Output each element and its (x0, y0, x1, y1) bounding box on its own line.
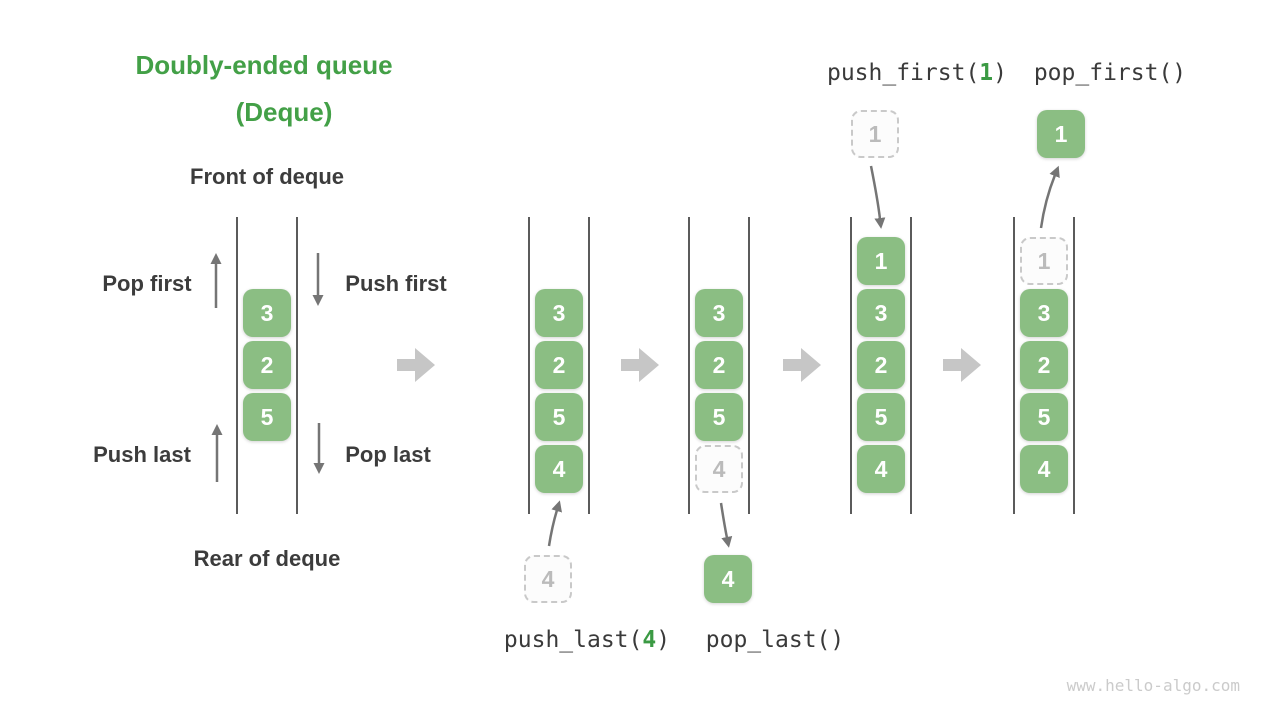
code-arg: 1 (979, 60, 994, 86)
code-text: ) (656, 627, 671, 653)
right-block-arrow-icon (621, 348, 659, 382)
queue-cell: 1 (857, 237, 905, 285)
vacated-ghost-cell: 1 (1020, 237, 1068, 285)
queue-cell: 5 (535, 393, 583, 441)
vacated-ghost-cell: 4 (695, 445, 743, 493)
queue-wall (296, 217, 298, 514)
queue-cell: 4 (535, 445, 583, 493)
pop-first-code-label: pop_first() (1034, 60, 1186, 86)
queue-wall (588, 217, 590, 514)
push-last-label: Push last (93, 442, 191, 467)
push-first-label: Push first (345, 271, 447, 296)
pop-last-label: Pop last (345, 442, 431, 467)
queue-cell: 5 (243, 393, 291, 441)
code-text: ) (993, 60, 1008, 86)
queue-wall (910, 217, 912, 514)
queue-cell: 5 (695, 393, 743, 441)
rear-of-deque-label: Rear of deque (193, 546, 341, 571)
diagram-title-line1: Doubly-ended queue (135, 50, 393, 80)
push-first-flow-arrow (869, 165, 886, 229)
queue-cell: 2 (857, 341, 905, 389)
queue-cell: 4 (857, 445, 905, 493)
code-text: pop_last() (705, 627, 845, 653)
queue-cell: 3 (695, 289, 743, 337)
code-arg: 4 (642, 627, 657, 653)
right-block-arrow-icon (783, 348, 821, 382)
queue-cell: 3 (857, 289, 905, 337)
code-text: pop_first() (1033, 60, 1187, 86)
queue-wall (688, 217, 690, 514)
popped-out-cell: 4 (704, 555, 752, 603)
pop-last-flow-arrow (719, 502, 733, 548)
queue-wall (528, 217, 530, 514)
watermark: www.hello-algo.com (1066, 676, 1240, 695)
right-block-arrow-icon (943, 348, 981, 382)
queue-wall (1073, 217, 1075, 514)
right-block-arrow-icon (397, 348, 435, 382)
code-text: push_first( (826, 60, 980, 86)
queue-cell: 3 (535, 289, 583, 337)
queue-cell: 3 (243, 289, 291, 337)
queue-wall (850, 217, 852, 514)
queue-cell: 2 (243, 341, 291, 389)
incoming-ghost-cell: 4 (524, 555, 572, 603)
queue-cell: 4 (1020, 445, 1068, 493)
pop-first-label: Pop first (102, 271, 192, 296)
queue-cell: 2 (1020, 341, 1068, 389)
code-text: push_last( (503, 627, 643, 653)
queue-wall (748, 217, 750, 514)
push-last-code-label: push_last(4) (504, 627, 670, 653)
push-last-flow-arrow (547, 500, 562, 547)
diagram-title-line2: (Deque) (235, 97, 333, 127)
queue-wall (1013, 217, 1015, 514)
queue-cell: 5 (857, 393, 905, 441)
queue-wall (236, 217, 238, 514)
incoming-ghost-cell: 1 (851, 110, 899, 158)
popped-out-cell: 1 (1037, 110, 1085, 158)
pop-last-code-label: pop_last() (706, 627, 844, 653)
queue-cell: 2 (535, 341, 583, 389)
pop-first-flow-arrow (1039, 165, 1060, 229)
queue-cell: 5 (1020, 393, 1068, 441)
push-first-code-label: push_first(1) (827, 60, 1007, 86)
queue-cell: 3 (1020, 289, 1068, 337)
front-of-deque-label: Front of deque (190, 164, 344, 189)
queue-cell: 2 (695, 341, 743, 389)
